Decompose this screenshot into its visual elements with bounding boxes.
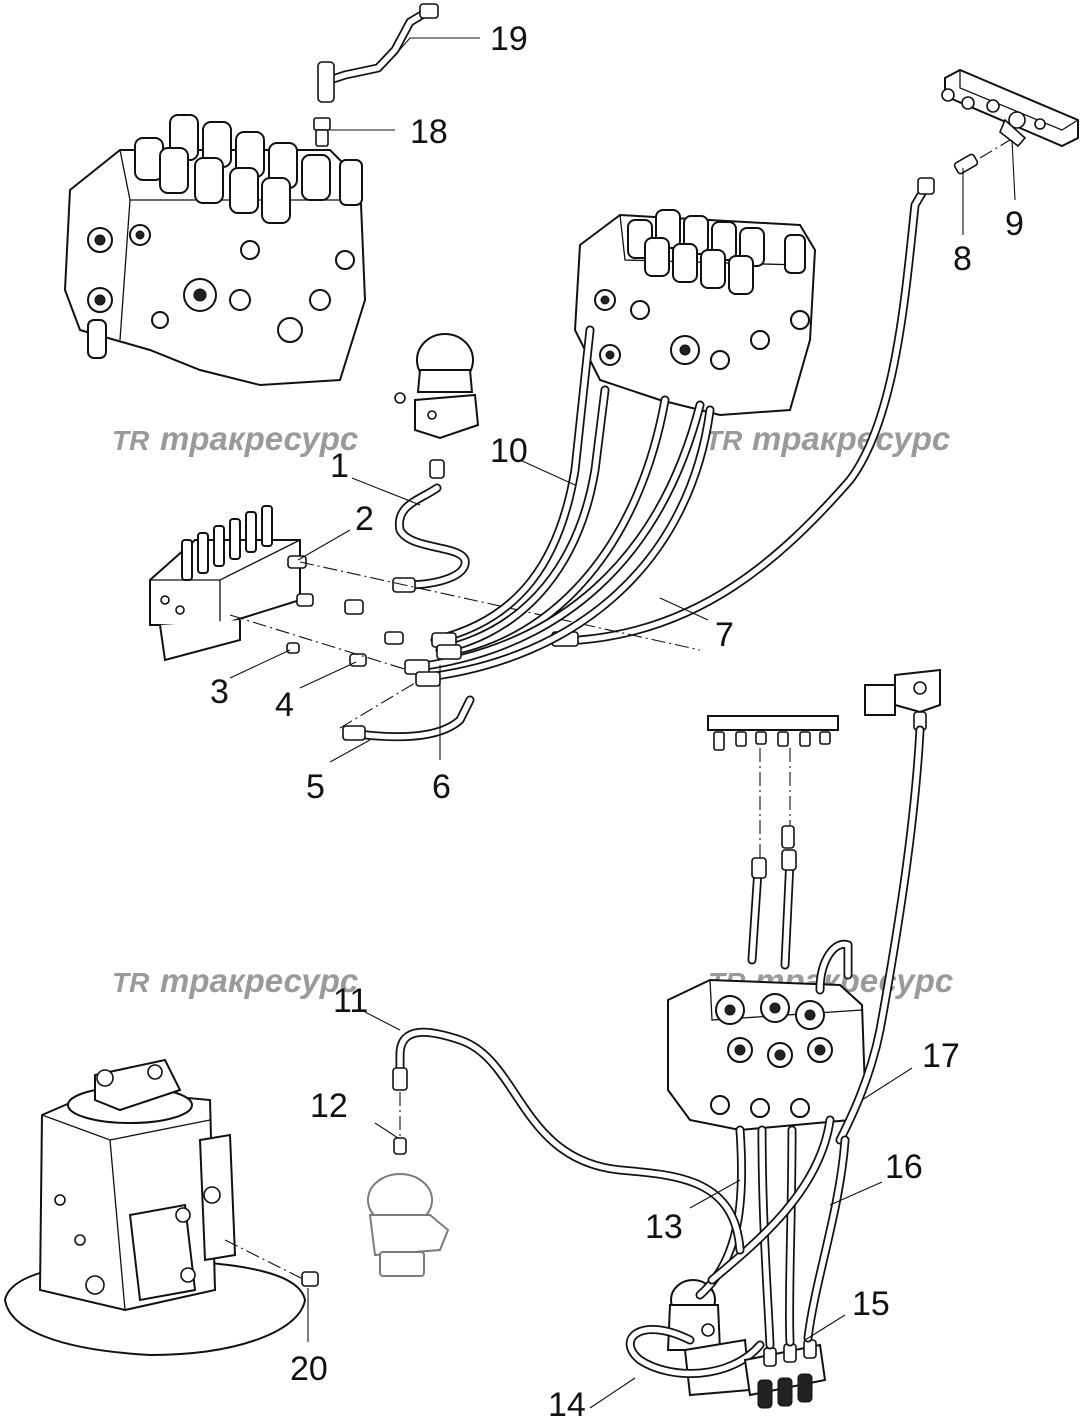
callout-10: 10 [490, 432, 528, 470]
centerline-8-9 [979, 139, 1011, 159]
callout-15: 15 [852, 1285, 890, 1323]
callout-2: 2 [355, 500, 374, 538]
callout-14: 14 [548, 1386, 586, 1424]
hose-5 [342, 695, 475, 742]
accumulator-1 [394, 333, 480, 479]
callout-11: 11 [333, 982, 368, 1020]
fittings-2 [287, 555, 404, 645]
watermark-text: тракресурс [160, 420, 358, 457]
callout-12: 12 [310, 1087, 348, 1125]
fitting-upper [781, 825, 795, 849]
fitting-18 [313, 117, 331, 147]
solenoid-row [627, 209, 806, 295]
control-valve-top-left [63, 114, 367, 387]
callout-8: 8 [953, 240, 972, 278]
control-valve-top-right [573, 209, 817, 417]
valve-ports [710, 993, 833, 1118]
watermark-logo: TR [112, 425, 150, 456]
watermark-top-left: TR тракресурс [112, 420, 358, 457]
hose-bundle-13-16 [695, 1115, 850, 1350]
callout-17: 17 [922, 1037, 960, 1075]
hoses-manifold [747, 849, 853, 995]
watermark-text: тракресурс [752, 420, 950, 457]
callout-9: 9 [1005, 205, 1024, 243]
valve-block-bottom-right [667, 978, 867, 1132]
manifold-strip [707, 715, 839, 751]
pilot-valve-block [149, 505, 301, 662]
centerline-c [339, 679, 421, 729]
callout-20: 20 [290, 1350, 328, 1388]
hydraulic-pump [3, 1058, 307, 1357]
centerline-g [224, 1239, 306, 1281]
fitting-8 [953, 153, 979, 175]
callout-16: 16 [885, 1148, 923, 1186]
plug-3 [286, 642, 300, 654]
callout-13: 13 [645, 1208, 683, 1246]
pressure-sensor-bracket [864, 668, 941, 731]
hose-11 [392, 1027, 745, 1255]
centerline-b [229, 614, 441, 681]
spools [181, 505, 273, 581]
solenoid-row [134, 114, 363, 224]
pressure-switch [367, 1173, 450, 1277]
callout-5: 5 [306, 768, 325, 806]
fitting-12 [393, 1137, 407, 1155]
watermark-text: тракресурс [160, 962, 358, 999]
callout-4: 4 [275, 686, 294, 724]
valve-ports [87, 224, 355, 343]
hose-17 [835, 725, 925, 1145]
leader-lines [229, 37, 1016, 1409]
manifold-15 [743, 1339, 827, 1409]
callout-7: 7 [715, 616, 734, 654]
watermark-logo: TR [705, 425, 743, 456]
callout-3: 3 [210, 673, 229, 711]
callout-numbers: 1 2 3 4 5 6 7 8 9 10 11 12 13 14 15 16 1… [210, 20, 1024, 1424]
callout-6: 6 [432, 768, 451, 806]
hose-1 [392, 483, 470, 593]
watermark-top-right: TR тракресурс [705, 420, 950, 457]
callout-1: 1 [330, 447, 349, 485]
callout-18: 18 [410, 113, 448, 151]
valve-ports [594, 289, 810, 370]
watermark-bottom-left: TR тракресурс [112, 962, 358, 999]
watermark-logo: TR [112, 967, 150, 998]
fitting-20 [301, 1271, 319, 1287]
manifold-block-9 [941, 68, 1079, 148]
hose-19 [317, 3, 439, 103]
hose-bundle-6-10 [404, 325, 715, 687]
hose-14-loop [625, 1325, 765, 1378]
callout-19: 19 [490, 20, 528, 58]
